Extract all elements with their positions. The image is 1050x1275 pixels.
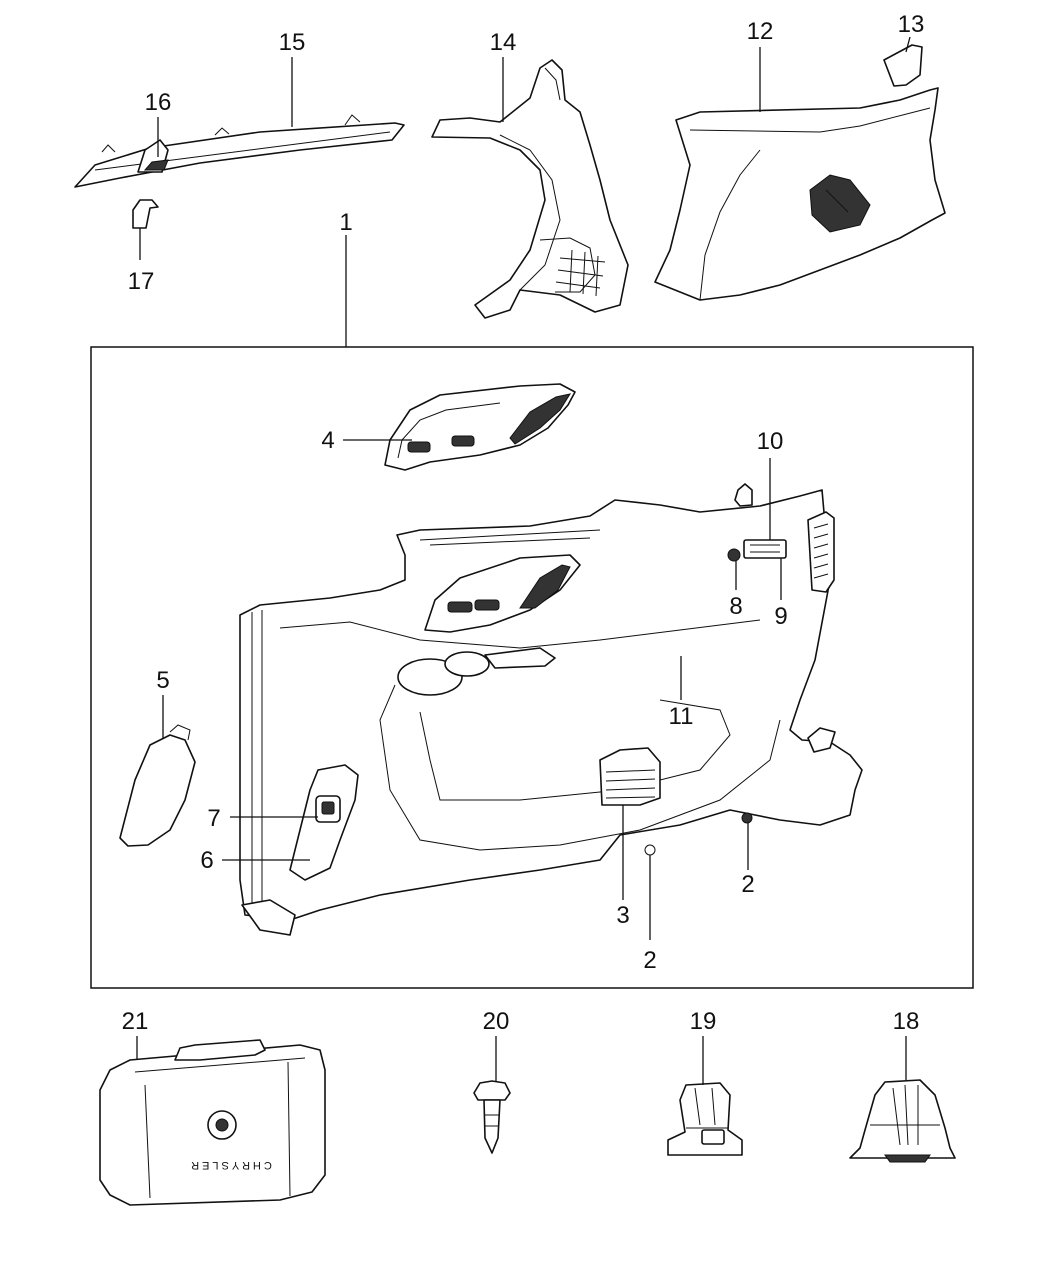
part-5-cover [119,724,196,847]
part-21-emergency-kit: CHRYSLER [99,1039,326,1206]
label-6: 6 [200,847,213,874]
label-13: 13 [898,11,925,38]
leader-lines [136,36,911,1085]
vent-grille [807,511,835,593]
label-5: 5 [156,667,169,694]
label-4: 4 [321,427,334,454]
part-15-upper-trim-molding [74,114,405,188]
assembly-box [90,346,974,989]
part-20-push-pin [473,1080,511,1154]
label-2-lower: 2 [643,947,656,974]
part-12-quarter-trim-upper [654,87,946,301]
label-8: 8 [729,593,742,620]
label-20: 20 [483,1008,510,1035]
label-16: 16 [145,89,172,116]
label-12: 12 [747,18,774,45]
label-2-upper: 2 [741,871,754,898]
part-16-bracket [137,139,169,173]
part-17-clip [132,199,159,229]
label-3: 3 [616,902,629,929]
part-4-switch-bezel [384,383,576,471]
label-10: 10 [757,428,784,455]
callout-labels: 1 2 2 3 4 5 6 7 8 9 10 11 12 13 14 15 16… [122,11,925,1035]
label-1: 1 [339,209,352,236]
label-21: 21 [122,1008,149,1035]
part-14-pillar-trim [431,59,629,319]
label-9: 9 [774,603,787,630]
label-7: 7 [207,805,220,832]
label-14: 14 [490,29,517,56]
label-15: 15 [279,29,306,56]
emergency-kit-brand: CHRYSLER [188,1159,272,1171]
label-18: 18 [893,1008,920,1035]
label-17: 17 [128,268,155,295]
label-11: 11 [669,703,694,730]
part-18-clip [849,1079,956,1163]
part-3-grille [599,747,661,806]
main-quarter-trim-panel [239,483,863,936]
part-13-cap [883,44,923,87]
part-19-clip [667,1082,743,1156]
label-19: 19 [690,1008,717,1035]
